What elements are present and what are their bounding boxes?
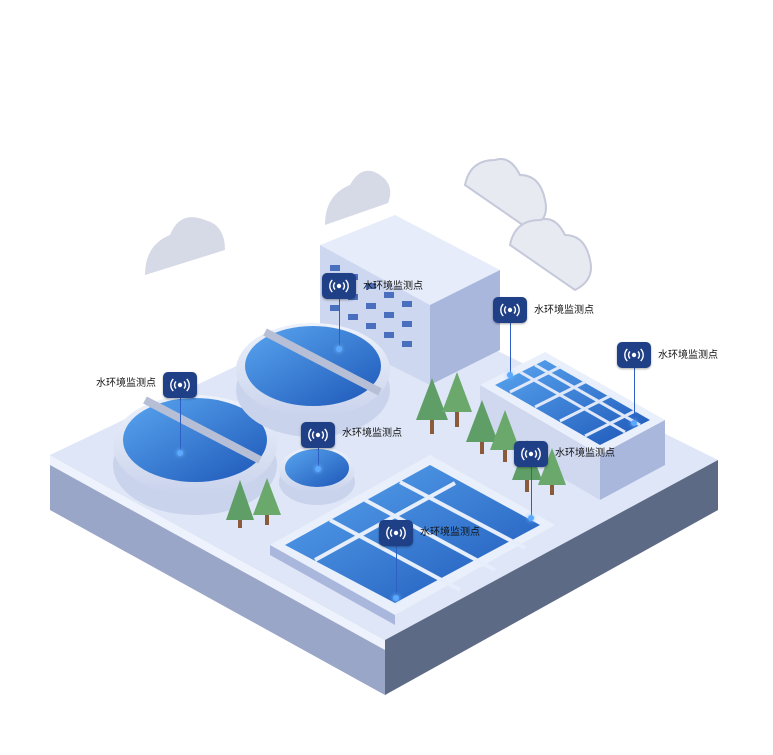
monitoring-point-marker[interactable] <box>163 372 197 398</box>
marker-pin-dot <box>507 372 513 378</box>
marker-pin-dot <box>631 420 637 426</box>
marker-pin-dot <box>177 450 183 456</box>
monitoring-point-label[interactable]: 水环境监测点 <box>658 350 718 361</box>
monitoring-point-marker[interactable] <box>617 342 651 368</box>
monitoring-point-label[interactable]: 水环境监测点 <box>555 448 615 459</box>
monitoring-point-label[interactable]: 水环境监测点 <box>342 428 402 439</box>
clarifier-small <box>279 447 355 505</box>
monitoring-point-marker[interactable] <box>301 422 335 448</box>
marker-pin-line <box>318 446 319 470</box>
marker-pin-dot <box>336 346 342 352</box>
marker-pin-dot <box>315 466 321 472</box>
wireless-signal-icon <box>500 303 520 317</box>
monitoring-point-label[interactable]: 水环境监测点 <box>420 527 480 538</box>
marker-pin-dot <box>528 515 534 521</box>
wireless-signal-icon <box>308 428 328 442</box>
monitoring-point-label[interactable]: 水环境监测点 <box>534 305 594 316</box>
monitoring-point-marker[interactable] <box>379 520 413 546</box>
marker-pin-line <box>634 367 635 422</box>
marker-pin-line <box>339 298 340 348</box>
monitoring-point-marker[interactable] <box>514 441 548 467</box>
cloud-middle <box>325 170 391 225</box>
wireless-signal-icon <box>170 378 190 392</box>
monitoring-point-marker[interactable] <box>493 297 527 323</box>
wireless-signal-icon <box>624 348 644 362</box>
marker-pin-line <box>531 466 532 518</box>
monitoring-point-label[interactable]: 水环境监测点 <box>363 281 423 292</box>
tree-group-left <box>226 478 281 528</box>
wireless-signal-icon <box>521 447 541 461</box>
marker-pin-line <box>396 545 397 597</box>
filter-tank-block <box>480 352 665 500</box>
marker-pin-dot <box>393 595 399 601</box>
marker-pin-line <box>510 322 511 374</box>
cloud-left <box>145 217 225 275</box>
monitoring-point-label[interactable]: 水环境监测点 <box>96 378 156 389</box>
tree-group-center <box>416 372 520 462</box>
clarifier-large-upper <box>236 323 390 437</box>
monitoring-point-marker[interactable] <box>322 273 356 299</box>
wireless-signal-icon <box>329 279 349 293</box>
wireless-signal-icon <box>386 526 406 540</box>
cloud-right <box>463 158 592 292</box>
clarifier-large-left <box>113 395 277 515</box>
marker-pin-line <box>180 397 181 452</box>
